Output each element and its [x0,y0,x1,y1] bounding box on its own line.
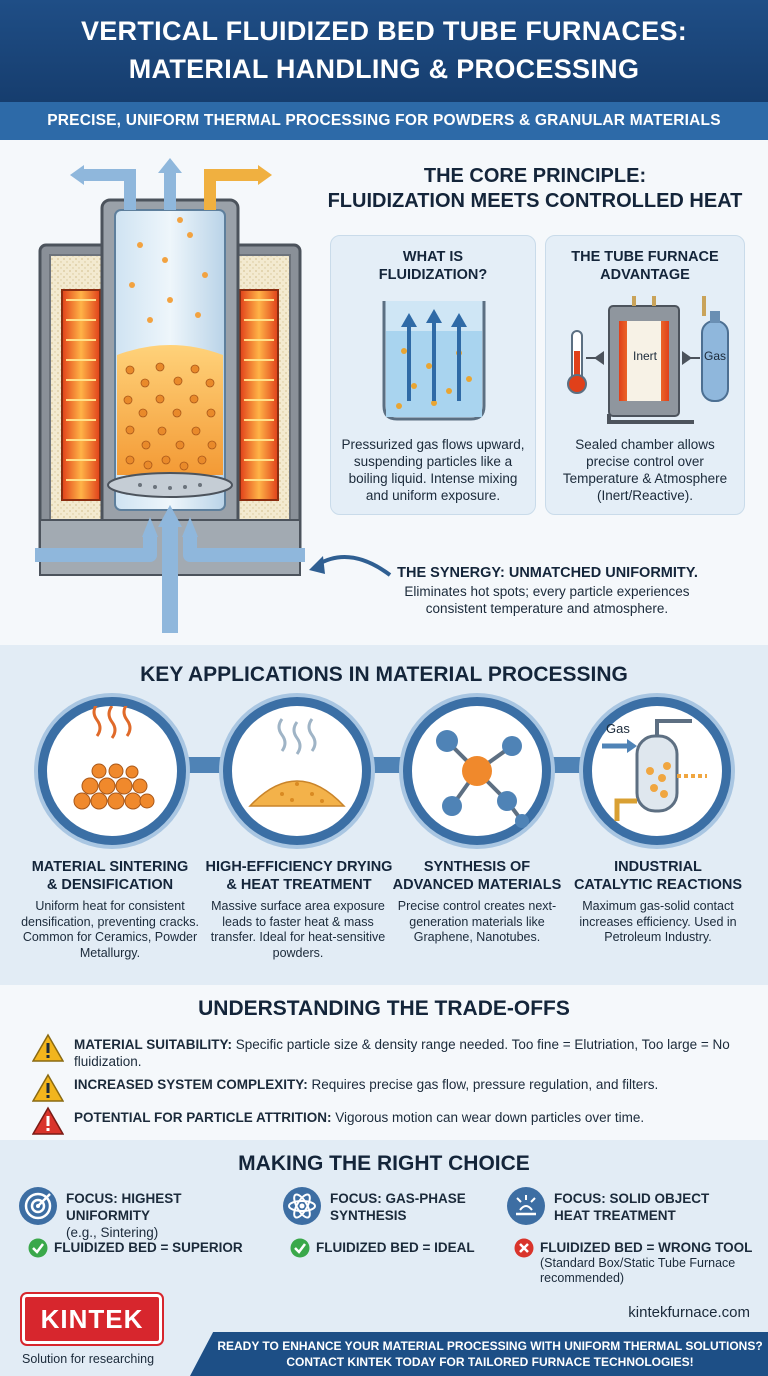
focus-solid-object: FOCUS: SOLID OBJECT HEAT TREATMENT [506,1186,756,1228]
page-title-line2: MATERIAL HANDLING & PROCESSING [128,54,640,84]
check-icon [28,1238,48,1258]
subtitle-bar: PRECISE, UNIFORM THERMAL PROCESSING FOR … [0,102,768,140]
result-superior: FLUIDIZED BED = SUPERIOR [28,1238,278,1260]
fluidization-title-line1: WHAT IS [402,249,464,265]
target-icon [19,1187,57,1225]
kintek-logo: KINTEK [22,1294,162,1344]
result-wrong-tool: FLUIDIZED BED = WRONG TOOL (Standard Box… [514,1238,764,1290]
fluidization-body: Pressurized gas flows upward, suspending… [341,437,525,503]
catalytic-circle: Gas [583,697,731,845]
synergy-title: THE SYNERGY: UNMATCHED UNIFORMITY. [397,565,698,581]
danger-icon [32,1106,64,1135]
fluidization-card: WHAT IS FLUIDIZATION? Pressurized gas fl… [330,235,536,515]
warning-icon [32,1073,64,1102]
tradeoff-suitability: MATERIAL SUITABILITY: Specific particle … [32,1033,742,1069]
tradeoffs-section: UNDERSTANDING THE TRADE-OFFS [0,985,768,1140]
reactor-icon [602,719,707,821]
focus-subtitle: HEAT TREATMENT [554,1208,676,1223]
catalytic-gas-label: Gas [606,721,630,736]
app-title-catalytic-2: CATALYTIC REACTIONS [573,877,743,893]
atom-icon [283,1187,321,1225]
app-title-drying-1: HIGH-EFFICIENCY DRYING [205,859,393,875]
result-text: FLUIDIZED BED = SUPERIOR [54,1240,243,1255]
app-title-drying-2: & HEAT TREATMENT [226,877,372,893]
result-text: FLUIDIZED BED = WRONG TOOL [540,1240,753,1255]
tradeoff-attrition: POTENTIAL FOR PARTICLE ATTRITION: Vigoro… [32,1106,742,1136]
check-icon [290,1238,310,1258]
app-title-synthesis-2: ADVANCED MATERIALS [392,877,562,893]
core-principle-title-line2: FLUIDIZATION MEETS CONTROLLED HEAT [327,190,743,212]
focus-uniformity: FOCUS: HIGHEST UNIFORMITY (e.g., Sinterin… [18,1186,268,1240]
advantage-title-line2: ADVANTAGE [600,267,690,283]
focus-gas-phase: FOCUS: GAS-PHASE SYNTHESIS [282,1186,532,1228]
result-note: (Standard Box/Static Tube Furnace recomm… [540,1256,736,1285]
focus-title: FOCUS: SOLID OBJECT [554,1191,710,1206]
tagline: Solution for researching [22,1352,155,1366]
tube-furnace-advantage-card: THE TUBE FURNACE ADVANTAGE Inert Gas Sea… [545,235,745,515]
core-principle-title-line1: THE CORE PRINCIPLE: [423,165,647,187]
tradeoff-text: Vigorous motion can wear down particles … [331,1110,645,1125]
drying-icon [248,718,346,807]
result-text: FLUIDIZED BED = IDEAL [316,1240,475,1255]
gas-label: Gas [704,349,727,363]
tradeoffs-title: UNDERSTANDING THE TRADE-OFFS [198,997,570,1020]
tradeoff-label: MATERIAL SUITABILITY: [74,1037,232,1052]
app-body-drying: Massive surface area exposure leads to f… [210,899,386,960]
drying-circle [223,697,371,845]
tradeoff-label: INCREASED SYSTEM COMPLEXITY: [74,1077,308,1092]
app-title-sintering-1: MATERIAL SINTERING [31,859,189,875]
applications-title: KEY APPLICATIONS IN MATERIAL PROCESSING [140,663,628,686]
tradeoff-text: Specific particle size & density range n… [74,1037,730,1069]
warning-icon [32,1033,64,1062]
curved-arrow-icon [309,555,392,577]
fluidization-title-line2: FLUIDIZATION? [378,267,488,283]
advantage-title-line1: THE TUBE FURNACE [571,249,719,265]
synthesis-circle [403,697,551,845]
inert-label: Inert [633,349,658,363]
focus-subtitle: (e.g., Sintering) [66,1225,159,1240]
app-body-synthesis: Precise control creates next-generation … [397,899,557,944]
app-title-catalytic-1: INDUSTRIAL [614,859,702,875]
tradeoff-complexity: INCREASED SYSTEM COMPLEXITY: Requires pr… [32,1073,742,1103]
furnace-illustration [35,158,305,633]
sealed-furnace-icon [567,296,729,424]
website-link[interactable]: kintekfurnace.com [628,1304,750,1321]
focus-title: FOCUS: GAS-PHASE [330,1191,466,1206]
tradeoff-label: POTENTIAL FOR PARTICLE ATTRITION: [74,1110,332,1125]
synergy-body: Eliminates hot spots; every particle exp… [404,584,690,616]
advantage-body: Sealed chamber allows precise control ov… [562,437,728,503]
sintering-icon [73,703,155,810]
app-body-catalytic: Maximum gas-solid contact increases effi… [579,899,737,944]
app-title-synthesis-1: SYNTHESIS OF [423,859,531,875]
cta-line2: CONTACT KINTEK TODAY FOR TAILORED FURNAC… [286,1355,694,1369]
page-title-line1: VERTICAL FLUIDIZED BED TUBE FURNACES: [80,16,688,46]
beaker-icon [382,301,486,421]
app-title-sintering-2: & DENSIFICATION [46,877,174,893]
app-body-sintering: Uniform heat for consistent densificatio… [21,899,199,960]
cta-banner[interactable]: READY TO ENHANCE YOUR MATERIAL PROCESSIN… [190,1332,768,1376]
weld-icon [507,1187,545,1225]
focus-subtitle: SYNTHESIS [330,1208,407,1223]
sintering-circle [38,697,186,845]
choice-title: MAKING THE RIGHT CHOICE [238,1152,530,1175]
focus-title: FOCUS: HIGHEST UNIFORMITY [66,1191,182,1223]
cta-line1: READY TO ENHANCE YOUR MATERIAL PROCESSIN… [217,1339,763,1353]
result-ideal: FLUIDIZED BED = IDEAL [290,1238,540,1260]
molecule-icon [436,730,529,828]
x-icon [514,1238,534,1258]
tradeoff-text: Requires precise gas flow, pressure regu… [307,1077,659,1092]
header-banner: VERTICAL FLUIDIZED BED TUBE FURNACES: MA… [0,0,768,102]
logo-text: KINTEK [40,1304,144,1334]
